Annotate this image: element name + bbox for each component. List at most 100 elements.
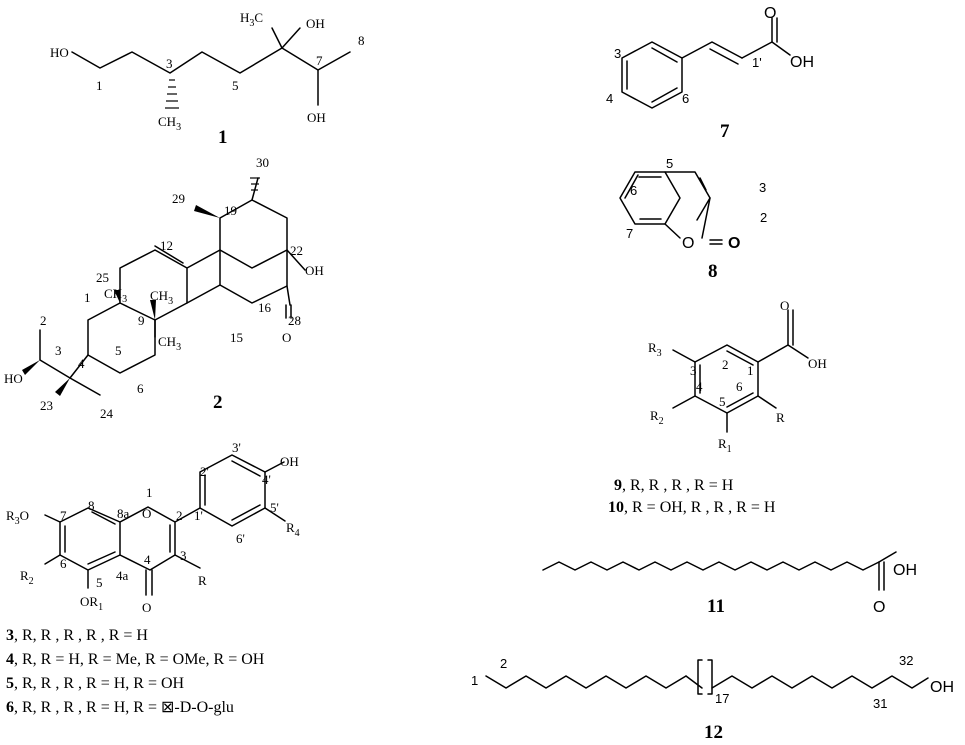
caption-compound-6: 6, R, R , R , R = H, R = ⊠-D-O-glu [6, 699, 234, 716]
compound-2-c24-label: 24 [100, 406, 114, 421]
compound-8-structure: 5 6 7 3 2 O O 8 [619, 156, 767, 282]
compound-2-c25-label: 25 [96, 270, 109, 285]
compound-7-c1p-label: 1' [752, 55, 762, 70]
compound-1-structure: HO 1 3 5 7 8 OH OH H3C CH3 1 [50, 10, 365, 148]
compound-2-c12-label: 12 [160, 238, 173, 253]
benzoic-r-label: R [776, 410, 785, 425]
flavone-ring-oxygen: O [142, 506, 151, 521]
flavone-c2p-label: 2' [200, 464, 209, 479]
flavone-c4-label: 4 [144, 552, 151, 567]
compound-1-c7-label: 7 [316, 53, 323, 68]
compound-8-c6-label: 6 [630, 183, 637, 198]
compound-2-c1-label: 1 [84, 290, 91, 305]
compound-12-c2-label: 2 [500, 656, 507, 671]
compound-2-c15-label: 15 [230, 330, 243, 345]
compound-1-number: 1 [218, 127, 228, 148]
flavone-c5-label: 5 [96, 575, 103, 590]
benzoic-r3-label: R3 [648, 340, 662, 359]
compound-11-number: 11 [707, 596, 725, 617]
flavone-c1p-label: 1' [194, 508, 203, 523]
flavone-c5p-label: 5' [270, 500, 279, 515]
benzoic-carbonyl-o: O [780, 298, 789, 313]
compound-7-hydroxyl: OH [790, 54, 814, 71]
compound-2-c29-label: 29 [172, 191, 185, 206]
benzoic-r2-label: R2 [650, 408, 664, 427]
compound-7-c3-label: 3 [614, 46, 621, 61]
benzoic-c4-label: 4 [696, 379, 703, 394]
compound-11-hydroxyl: OH [893, 562, 917, 579]
flavone-c8a-label: 8a [117, 506, 130, 521]
compound-7-c6-label: 6 [682, 91, 689, 106]
compound-2-structure: 30 29 19 12 22 OH 25 1 9 28 16 15 O 2 3 … [4, 155, 324, 421]
compound-1-c8-label: 8 [358, 33, 365, 48]
compound-12-c31-label: 31 [873, 696, 887, 711]
compound-2-methyl-2: CH3 [150, 288, 173, 307]
compound-2-c28-label: 28 [288, 313, 301, 328]
compound-8-ring-oxygen: O [682, 235, 694, 252]
benzoic-hydroxyl: OH [808, 356, 827, 371]
flavone-c3p-label: 3' [232, 440, 241, 455]
compound-8-number: 8 [708, 261, 718, 282]
benzoic-c6-label: 6 [736, 379, 743, 394]
flavone-c4a-label: 4a [116, 568, 129, 583]
compound-2-c4-label: 4 [78, 356, 85, 371]
compound-2-number: 2 [213, 392, 223, 413]
compound-12-structure: 1 2 17 32 31 OH 12 [471, 653, 954, 743]
compound-1-hydroxyl-left: HO [50, 45, 69, 60]
flavone-r2-label: R2 [20, 568, 34, 587]
compound-8-c3-label: 3 [759, 180, 766, 195]
flavone-carbonyl-o: O [142, 600, 151, 615]
compound-8-c7-label: 7 [626, 226, 633, 241]
flavone-r-label: R [198, 573, 207, 588]
compound-7-carbonyl-o: O [764, 5, 776, 22]
compound-11-carbonyl-o: O [873, 599, 885, 616]
compound-12-number: 12 [704, 722, 723, 743]
compound-2-hydroxyl-left: HO [4, 371, 23, 386]
flavone-structure: OH 3' 4' 2' 1' 5' 6' R4 1 8 8a O 2 7 R3O… [6, 440, 300, 615]
compound-2-methyl-1: CH3 [104, 286, 127, 305]
compound-1-hydroxyl-top: OH [306, 16, 325, 31]
flavone-c4p-label: 4' [262, 472, 271, 487]
compound-2-c19-label: 19 [224, 203, 237, 218]
flavone-4p-hydroxyl: OH [280, 454, 299, 469]
compound-8-carbonyl-o: O [728, 235, 740, 252]
compound-2-c3-label: 3 [55, 343, 62, 358]
flavone-c8-label: 8 [88, 498, 95, 513]
compound-7-number: 7 [720, 121, 730, 142]
benzoic-c5-label: 5 [719, 394, 726, 409]
compound-1-methyl-top: H3C [240, 10, 263, 29]
compound-12-hydroxyl: OH [930, 679, 954, 696]
compound-2-c22-label: 22 [290, 243, 303, 258]
compound-12-c1-label: 1 [471, 673, 478, 688]
compound-2-c5-label: 5 [115, 343, 122, 358]
compound-8-c2-label: 2 [760, 210, 767, 225]
flavone-o1-position: 1 [146, 485, 153, 500]
compound-2-c9-label: 9 [138, 313, 145, 328]
caption-compound-3: 3, R, R , R , R , R = H [6, 627, 148, 644]
compound-1-hydroxyl-bottom: OH [307, 110, 326, 125]
benzoic-acid-structure: O OH R3 3 2 1 4 6 5 R2 R R1 [648, 298, 827, 455]
benzoic-c1-label: 1 [747, 363, 754, 378]
caption-compound-9: 9, R, R , R , R = H [614, 477, 734, 494]
flavone-captions: 3, R, R , R , R , R = H 4, R, R = H, R =… [6, 627, 265, 716]
flavone-c7-label: 7 [60, 508, 67, 523]
benzoic-c3-label: 3 [690, 363, 697, 378]
compound-2-c2-label: 2 [40, 313, 47, 328]
caption-compound-10: 10, R = OH, R , R , R = H [608, 499, 776, 516]
compound-7-c4-label: 4 [606, 91, 613, 106]
compound-1-c5-label: 5 [232, 78, 239, 93]
flavone-c2-label: 2 [176, 508, 183, 523]
compound-2-methyl-3: CH3 [158, 334, 181, 353]
compound-12-c32-label: 32 [899, 653, 913, 668]
benzoic-r1-label: R1 [718, 436, 732, 455]
compound-12-repeat-count: 17 [715, 691, 729, 706]
compound-2-c30-label: 30 [256, 155, 269, 170]
compound-2-c16-label: 16 [258, 300, 272, 315]
caption-compound-5: 5, R, R , R , R = H, R = OH [6, 675, 185, 692]
flavone-c6p-label: 6' [236, 531, 245, 546]
compound-2-c6-label: 6 [137, 381, 144, 396]
flavone-c6-label: 6 [60, 556, 67, 571]
flavone-c3-label: 3 [180, 548, 187, 563]
compound-7-structure: O OH 3 4 6 1' 7 [606, 5, 814, 142]
